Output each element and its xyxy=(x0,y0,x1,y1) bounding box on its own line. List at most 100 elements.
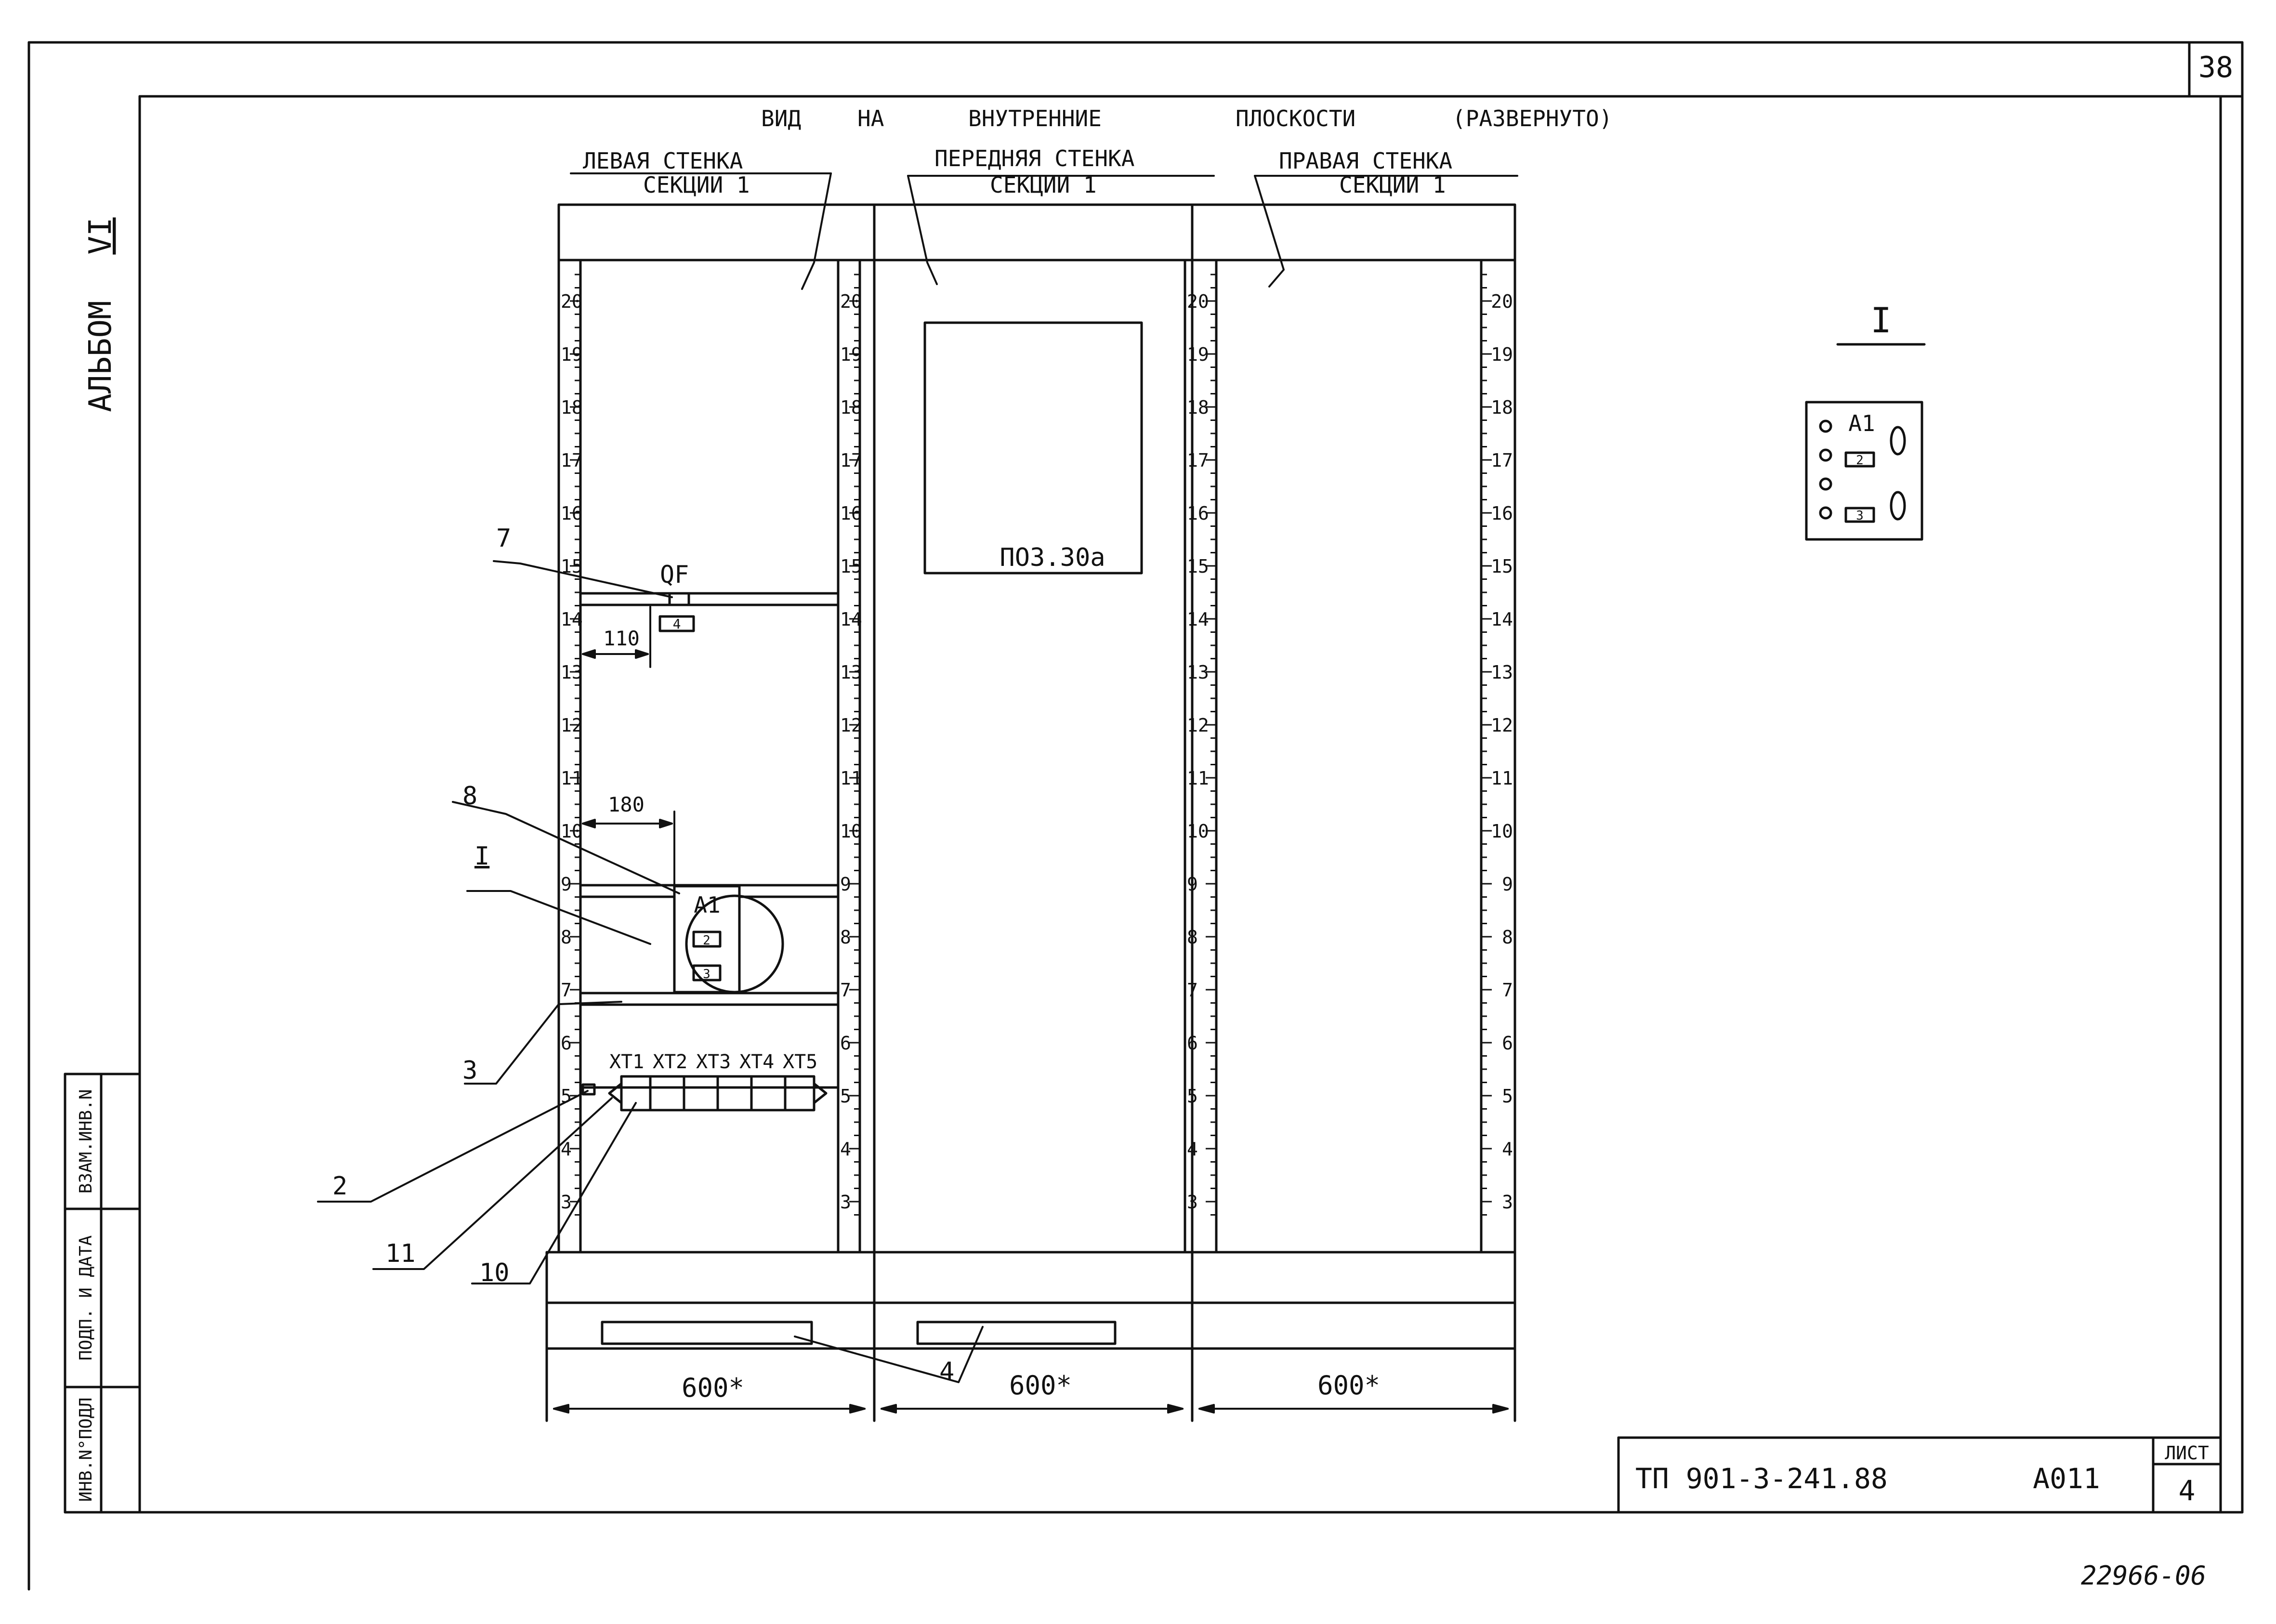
rail-number: 4 xyxy=(840,1139,851,1160)
device-tag-2: 2 xyxy=(703,933,710,948)
rail-number: 7 xyxy=(840,980,851,1001)
callout-7: 7 xyxy=(496,524,511,553)
rail-number: 5 xyxy=(1502,1086,1513,1107)
rail-number: 12 xyxy=(1187,715,1209,736)
wall-left-section: СЕКЦИИ 1 xyxy=(643,172,750,198)
rail-number: 3 xyxy=(561,1192,572,1213)
section-width-1: 600* xyxy=(682,1373,744,1403)
callout-numbers: 7 8 I 3 2 11 10 4 xyxy=(332,524,954,1386)
device-label: A1 xyxy=(694,892,720,918)
dimension-110-label: 110 xyxy=(603,627,640,650)
rail-number: 12 xyxy=(1491,715,1513,736)
terminal-label-xt3: XT3 xyxy=(696,1051,731,1073)
rail-number: 7 xyxy=(561,980,572,1001)
terminal-label-xt2: XT2 xyxy=(653,1051,687,1073)
rail-number: 11 xyxy=(1491,768,1513,789)
rail-number: 16 xyxy=(1187,503,1209,524)
rail-number: 8 xyxy=(1187,927,1198,948)
rail-number: 17 xyxy=(1491,450,1513,471)
section-width-dimensions xyxy=(553,1404,1509,1414)
rail-number: 3 xyxy=(1187,1192,1198,1213)
terminal-label-xt4: XT4 xyxy=(739,1051,774,1073)
svg-text:(РАЗВЕРНУТО): (РАЗВЕРНУТО) xyxy=(1452,105,1612,131)
dimension-110 xyxy=(582,606,651,668)
dimension-180-label: 180 xyxy=(608,793,645,816)
svg-text:ПЛОСКОСТИ: ПЛОСКОСТИ xyxy=(1236,105,1355,131)
breaker-rail xyxy=(579,592,840,632)
rail-number: 18 xyxy=(1187,397,1209,418)
rail-number: 4 xyxy=(1187,1139,1198,1160)
outer-frame xyxy=(27,41,2244,1591)
wall-headings: ЛЕВАЯ СТЕНКА СЕКЦИИ 1 ПЕРЕДНЯЯ СТЕНКА СЕ… xyxy=(583,145,1452,198)
rail-number: 13 xyxy=(1491,662,1513,683)
front-panel-window xyxy=(923,321,1143,575)
rail-number: 18 xyxy=(1491,397,1513,418)
heading-leaders xyxy=(570,172,1518,290)
svg-text:ВИД: ВИД xyxy=(761,105,801,131)
side-stamp: ИНВ.N°ПОДЛ ПОДП. И ДАТА ВЗАМ.ИНВ.N xyxy=(64,1073,141,1514)
wall-left-name: ЛЕВАЯ СТЕНКА xyxy=(583,148,743,174)
detail-view xyxy=(1805,401,1923,541)
front-panel-label: ПОЗ.30а xyxy=(1000,543,1105,572)
rail-number: 6 xyxy=(1502,1033,1513,1054)
wall-right-name: ПРАВАЯ СТЕНКА xyxy=(1279,148,1452,174)
rail-number: 7 xyxy=(1502,980,1513,1001)
rail-number: 5 xyxy=(1187,1086,1198,1107)
sheet-value: 4 xyxy=(2179,1474,2196,1507)
callout-leaders xyxy=(317,560,984,1383)
rail-number: 4 xyxy=(1502,1139,1513,1160)
rail-number: 6 xyxy=(561,1033,572,1054)
svg-text:ВНУТРЕННИЕ: ВНУТРЕННИЕ xyxy=(968,105,1102,131)
rail-number: 5 xyxy=(840,1086,851,1107)
dimension-180 xyxy=(582,811,675,886)
rail-number: 9 xyxy=(1502,874,1513,895)
album-number: VI xyxy=(83,217,118,254)
rail-number: 4 xyxy=(561,1139,572,1160)
detail-title: I xyxy=(1870,300,1891,341)
breaker-tag: 4 xyxy=(673,616,681,632)
sheet-number: 38 xyxy=(2198,51,2233,84)
footer-code: 22966-06 xyxy=(2081,1560,2206,1591)
detail-tag-3: 3 xyxy=(1856,509,1864,523)
callout-8: 8 xyxy=(462,782,477,811)
rail-number: 10 xyxy=(1491,821,1513,842)
callout-3: 3 xyxy=(462,1056,477,1085)
device-tag-3: 3 xyxy=(703,967,710,982)
callout-detail-i: I xyxy=(474,842,489,871)
rail-number: 6 xyxy=(840,1033,851,1054)
rail-number: 9 xyxy=(840,874,851,895)
rail-number: 15 xyxy=(1491,556,1513,577)
terminal-label-xt1: XT1 xyxy=(609,1051,644,1073)
callout-2: 2 xyxy=(332,1172,347,1201)
detail-tag-2: 2 xyxy=(1856,453,1864,468)
rail-number: 3 xyxy=(1502,1192,1513,1213)
rail-number: 9 xyxy=(561,874,572,895)
rail-number: 14 xyxy=(1491,609,1513,630)
drawing-series: А011 xyxy=(2033,1462,2100,1495)
rail-number: 6 xyxy=(1187,1033,1198,1054)
rail-number: 19 xyxy=(1491,344,1513,365)
rail-number: 15 xyxy=(1187,556,1209,577)
section-width-2: 600* xyxy=(1009,1370,1072,1401)
rail-number: 20 xyxy=(1187,291,1209,312)
cabinet-outline xyxy=(545,203,1516,1422)
terminal-label-xt5: XT5 xyxy=(783,1051,817,1073)
detail-label: A1 xyxy=(1848,410,1875,436)
title-block xyxy=(1617,1436,2222,1514)
mounting-rails: 2019181716151413121110987654320191817161… xyxy=(561,274,1513,1216)
rail-number: 7 xyxy=(1187,980,1198,1001)
rail-number: 8 xyxy=(1502,927,1513,948)
rail-number: 8 xyxy=(561,927,572,948)
rail-number: 8 xyxy=(840,927,851,948)
drawing-code: ТП 901-3-241.88 xyxy=(1635,1462,1888,1495)
stamp-original-inventory: ИНВ.N°ПОДЛ xyxy=(76,1398,96,1502)
rail-number: 17 xyxy=(1187,450,1209,471)
rail-number: 13 xyxy=(1187,662,1209,683)
terminal-block xyxy=(579,1075,840,1112)
svg-text:НА: НА xyxy=(857,105,884,131)
rail-number: 14 xyxy=(1187,609,1209,630)
section-width-3: 600* xyxy=(1317,1370,1380,1401)
device-rail xyxy=(579,884,840,1006)
